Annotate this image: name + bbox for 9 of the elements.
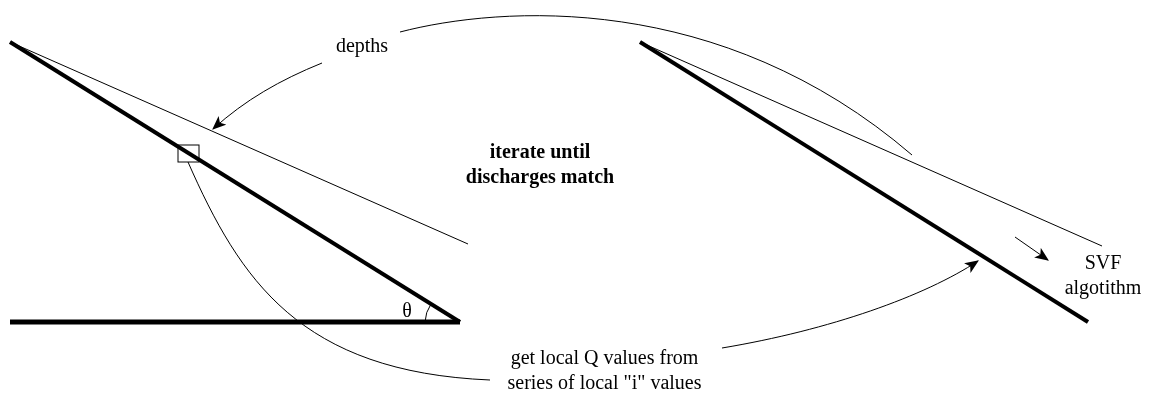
callout-text: depths	[322, 33, 402, 58]
arrow	[212, 62, 323, 130]
note-text: iterate until discharges match	[464, 139, 616, 189]
label-text: SVF algotithm	[1063, 250, 1143, 300]
angle-symbol: θ	[401, 298, 413, 323]
arrow	[721, 260, 979, 349]
callout-text: get local Q values from series of local "i" values	[492, 345, 717, 395]
leader-line	[399, 15, 913, 156]
leader-line	[187, 161, 491, 381]
